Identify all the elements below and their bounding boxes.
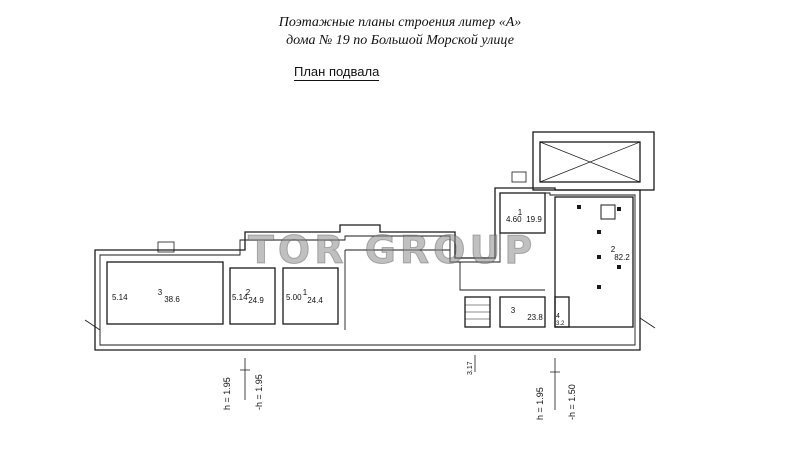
room-2-large-outline	[554, 196, 634, 328]
room-2-height: 5.14	[232, 293, 248, 302]
outer-wall-inner	[99, 192, 636, 346]
level-right-top: h = 1.95	[535, 387, 545, 420]
room-4-area: 3.2	[556, 321, 565, 327]
room-3-outline	[106, 261, 224, 325]
plan-subtitle: План подвала	[294, 64, 380, 81]
level-left-top: h = 1.95	[222, 377, 232, 410]
plan-title-line-2: дома № 19 по Большой Морской улице	[286, 33, 514, 48]
stair-tower-inner	[539, 141, 641, 183]
room-3-height: 5.14	[112, 293, 128, 302]
room-4-number: 4	[556, 313, 560, 320]
stair-tower	[532, 131, 655, 191]
room-2-outline	[229, 267, 276, 325]
room-2-large-number: 2	[611, 245, 616, 254]
room-1-right-outline	[499, 192, 546, 234]
room-2-number: 2	[246, 288, 251, 297]
level-right-bottom: -h = 1.50	[567, 384, 577, 420]
room-3-number: 3	[158, 288, 163, 297]
room-1-right-height: 4.60	[506, 215, 522, 224]
watermark: TOR GROUP	[247, 228, 537, 273]
room-1-number: 1	[303, 288, 308, 297]
room-3-small-outline	[499, 296, 546, 328]
room-4-outline	[554, 296, 570, 328]
room-1-right-area: 19.9	[526, 215, 542, 224]
room-1-area: 24.4	[307, 296, 323, 305]
level-left-bottom: -h = 1.95	[254, 374, 264, 410]
plan-title-line-1: Поэтажные планы строения литер «А»	[278, 15, 522, 30]
level-middle: 3.17	[467, 361, 474, 375]
room-3-area: 38.6	[164, 295, 180, 304]
room-2-large-area: 82.2	[614, 253, 630, 262]
room-3-small-number: 3	[511, 306, 516, 315]
outer-wall	[94, 187, 641, 351]
room-1-height: 5.00	[286, 293, 302, 302]
room-1-right-number: 1	[518, 208, 523, 217]
room-2-area: 24.9	[248, 296, 264, 305]
room-1-outline	[282, 267, 339, 325]
room-3-small-area: 23.8	[527, 313, 543, 322]
